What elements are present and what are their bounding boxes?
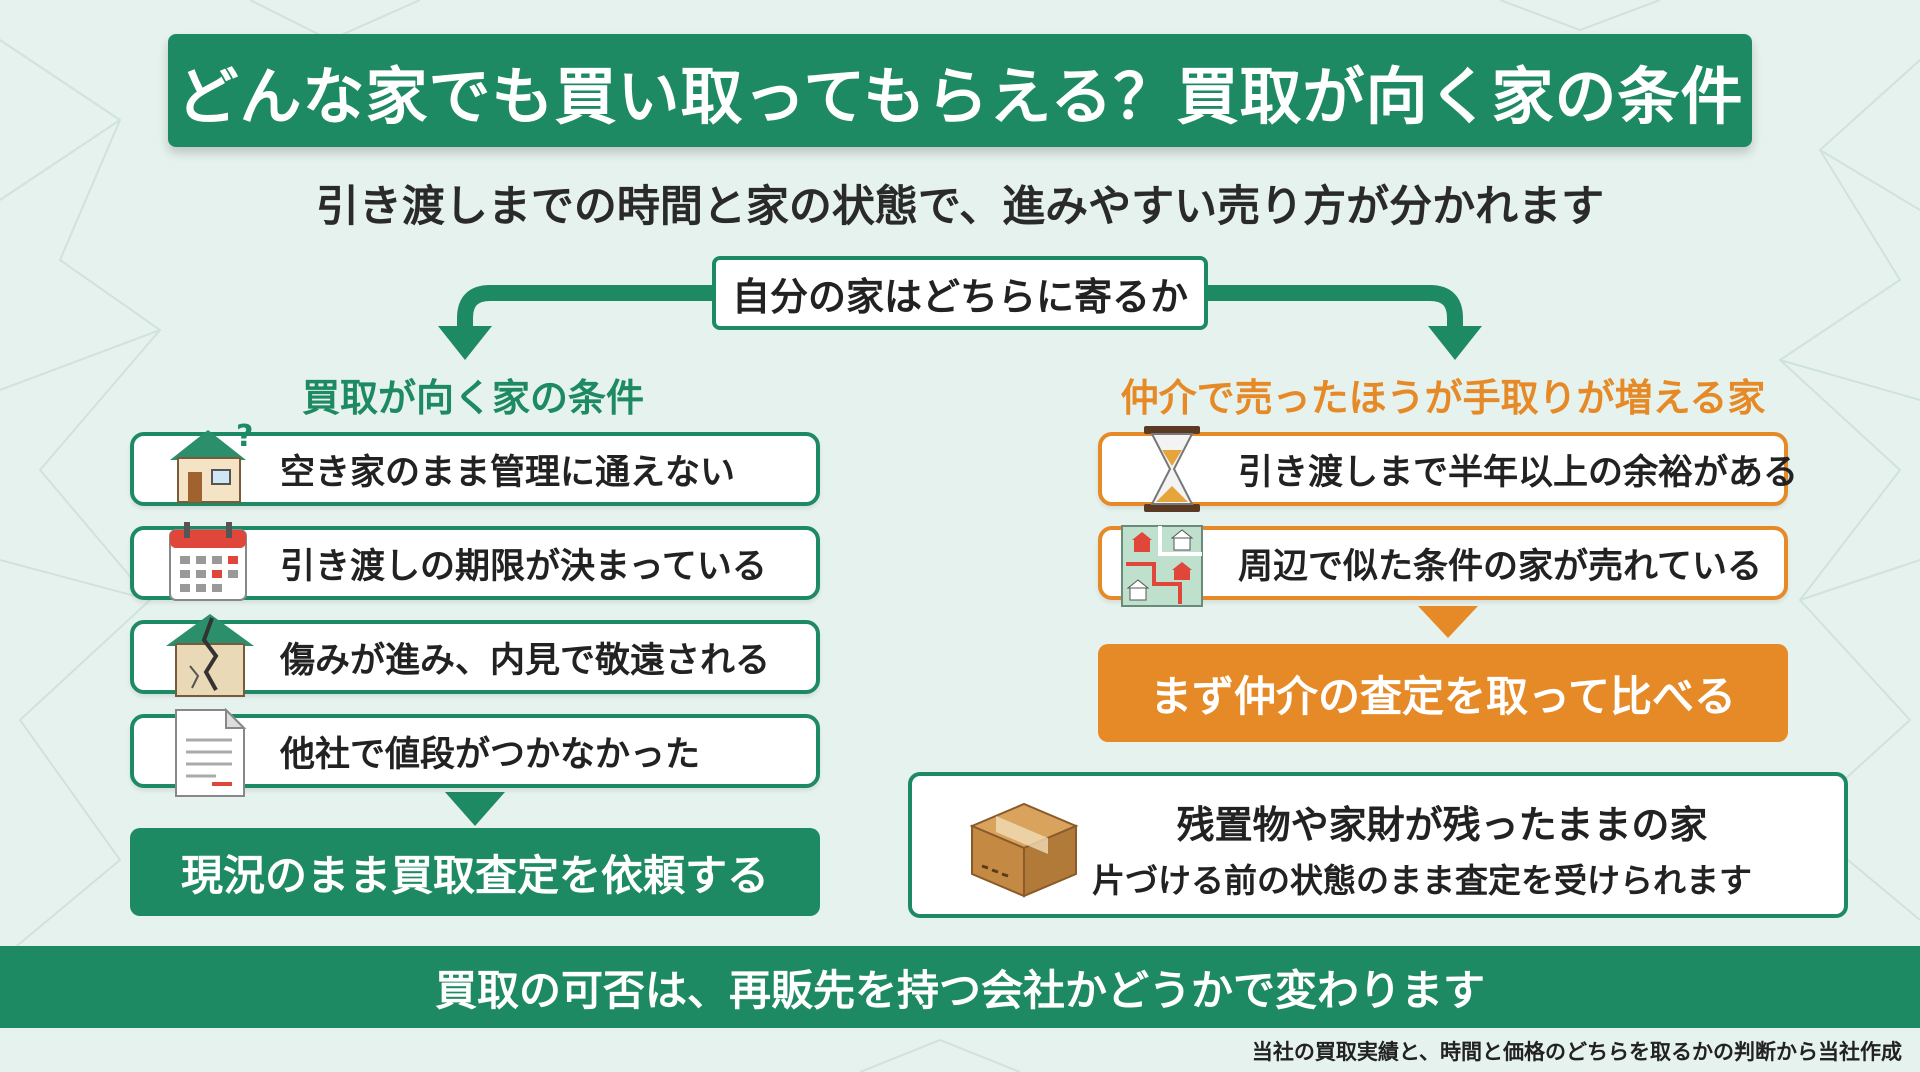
page-subtitle: 引き渡しまでの時間と家の状態で、進みやすい売り方が分かれます bbox=[315, 182, 1605, 232]
question-box: 自分の家はどちらに寄るか bbox=[712, 256, 1208, 330]
right-condition-label: 引き渡しまで半年以上の余裕がある bbox=[1238, 452, 1799, 493]
left-condition-label: 空き家のまま管理に通えない bbox=[280, 452, 736, 493]
page-title: どんな家でも買い取ってもらえる？買取が向く家の条件 bbox=[168, 34, 1752, 147]
right-condition-card: 引き渡しまで半年以上の余裕がある bbox=[1098, 432, 1798, 506]
left-condition-label: 他社で値段がつかなかった bbox=[280, 734, 701, 775]
bottom-banner: 買取の可否は、再販先を持つ会社かどうかで変わります bbox=[0, 946, 1920, 1028]
svg-text:?: ? bbox=[236, 420, 253, 454]
leftover-items-card: 残置物や家財が残ったままの家 片づける前の状態のまま査定を受けられます bbox=[908, 772, 1848, 918]
leftover-subtitle: 片づける前の状態のまま査定を受けられます bbox=[1092, 861, 1752, 900]
left-condition-card: 空き家のまま管理に通えない bbox=[130, 432, 820, 506]
right-column-heading: 仲介で売ったほうが手取りが増える家 bbox=[1120, 375, 1766, 420]
damaged-house-icon bbox=[166, 614, 254, 697]
left-condition-label: 傷みが進み、内見で敬遠される bbox=[280, 640, 771, 681]
right-condition-label: 周辺で似た条件の家が売れている bbox=[1238, 546, 1762, 587]
source-note: 当社の買取実績と、時間と価格のどちらを取るかの判断から当社作成 bbox=[1251, 1040, 1902, 1064]
right-condition-card: 周辺で似た条件の家が売れている bbox=[1098, 526, 1788, 600]
leftover-title: 残置物や家財が残ったままの家 bbox=[1176, 803, 1708, 847]
right-action-button: まず仲介の査定を取って比べる bbox=[1098, 644, 1788, 742]
calendar-icon bbox=[169, 522, 247, 601]
document-icon bbox=[175, 707, 247, 797]
house-question-icon: ? bbox=[170, 420, 253, 503]
hourglass-icon bbox=[1144, 426, 1200, 512]
left-action-button: 現況のまま買取査定を依頼する bbox=[130, 828, 820, 916]
map-houses-icon bbox=[1121, 525, 1203, 607]
left-column-heading: 買取が向く家の条件 bbox=[301, 375, 644, 420]
left-condition-label: 引き渡しの期限が決まっている bbox=[280, 546, 767, 587]
cardboard-box-icon bbox=[969, 802, 1079, 898]
